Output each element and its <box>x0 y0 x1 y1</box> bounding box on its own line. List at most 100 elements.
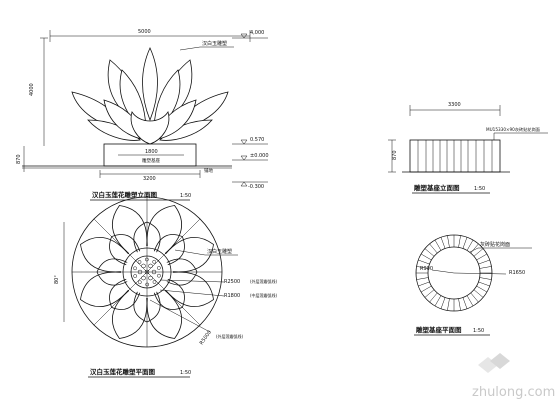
base-plan: 灰砖贴花岗面 R900 R1650 雕塑基座平面图 1:50 <box>414 234 532 336</box>
outer-petal <box>111 205 148 254</box>
brick-segment <box>418 259 430 265</box>
brick-segment <box>440 237 446 249</box>
brick-segment <box>447 298 450 311</box>
outer-petal <box>80 236 129 273</box>
seed <box>145 282 150 287</box>
brick-segment <box>440 297 446 309</box>
brick-segment <box>466 239 474 251</box>
lotus-petals <box>71 47 229 145</box>
brick-segment <box>458 235 461 248</box>
dim-base-w: 3200 <box>143 176 156 182</box>
brick-segment <box>420 285 432 293</box>
brick-segment <box>473 248 484 257</box>
brick-segment <box>476 285 488 293</box>
brick-pattern <box>417 140 493 172</box>
elevation-title: 汉白玉莲花雕塑立面图 <box>92 190 158 199</box>
dim-base-top: 4,000 <box>250 30 264 36</box>
base-plan-label: 灰砖贴花岗面 <box>480 241 510 248</box>
seed <box>157 273 161 278</box>
plan-r3: R5000 <box>199 329 213 346</box>
brick-segment <box>479 266 492 269</box>
brick-segment <box>479 277 492 280</box>
plan-r1-note: (外层莲瓣弧线) <box>250 278 278 284</box>
base-dim-w: 3300 <box>448 102 461 108</box>
brick-segment <box>416 277 429 280</box>
base-elevation-title: 雕塑基座立面图 <box>414 183 460 192</box>
outer-petal <box>111 290 148 339</box>
plan-scale: 1:50 <box>180 370 191 376</box>
dim-inner-w: 1800 <box>145 149 158 155</box>
seed <box>137 280 142 285</box>
seed <box>144 269 150 275</box>
brick-segment <box>447 235 450 248</box>
plan-r2-note: (中层莲瓣弧线) <box>250 292 278 298</box>
brick-segment <box>458 298 461 311</box>
seed <box>152 280 157 284</box>
base-elevation-scale: 1:50 <box>474 186 485 192</box>
base-plan-title: 雕塑基座平面图 <box>416 325 462 334</box>
outer-petal <box>146 205 183 254</box>
base-plan-scale: 1:50 <box>473 328 484 334</box>
base-elevation: 3300 870 MU15330×90灰砖贴花岗面 雕塑基座立面图 1:50 <box>388 102 548 194</box>
dim-height-total: 4000 <box>29 83 35 96</box>
base-plan-r-outer: R1650 <box>509 270 525 276</box>
seed <box>148 263 153 269</box>
brick-segment <box>424 248 435 257</box>
seed <box>133 266 137 271</box>
brick-segment <box>478 259 490 265</box>
brick-segment <box>478 281 490 287</box>
brick-segment <box>416 266 429 269</box>
brick-segment <box>420 253 432 261</box>
lotus-elevation: 5000 4000 870 1800 雕塑基座 <box>16 29 269 201</box>
plan-title: 汉白玉莲花雕塑平面图 <box>90 367 156 376</box>
level-zero: ±0.000 <box>250 153 269 159</box>
lotus-plan: 80° 汉白玉雕塑 R2500 (外层莲瓣弧线) R1800 (中层莲瓣弧线) … <box>54 196 278 378</box>
elevation-scale: 1:50 <box>180 193 191 199</box>
brick-segment <box>462 237 468 249</box>
dim-base-h: 870 <box>16 154 22 164</box>
plan-r1: R2500 <box>224 279 240 285</box>
seed <box>148 275 153 281</box>
watermark: zhulong.com <box>472 353 555 400</box>
brick-segment <box>418 281 430 287</box>
plan-outer-petals <box>80 205 214 339</box>
plan-label-material: 汉白玉雕塑 <box>207 248 232 255</box>
plan-dim-side: 80° <box>54 275 60 284</box>
base-plan-bricks <box>416 235 492 311</box>
base-dim-h: 870 <box>392 150 398 160</box>
dim-width-total: 5000 <box>138 29 151 35</box>
level-ground: 铺地 <box>204 167 213 174</box>
level-low: -0.300 <box>248 184 264 190</box>
seed <box>137 269 143 275</box>
brick-segment <box>434 295 442 307</box>
outer-petal <box>165 271 214 308</box>
base-plan-r-inner: R900 <box>420 266 433 272</box>
label-base-stone: 雕塑基座 <box>142 157 160 164</box>
plan-radial-lines <box>72 197 222 347</box>
plan-r3-note: (外层莲瓣弧线) <box>216 333 244 339</box>
base-elevation-label: MU15330×90灰砖贴花岗面 <box>486 126 540 133</box>
outer-petal <box>80 271 129 308</box>
plan-inner-petals <box>96 221 198 323</box>
lotus-seedpod <box>133 257 161 287</box>
seed <box>152 259 157 264</box>
outer-petal <box>165 236 214 273</box>
seed <box>141 275 146 281</box>
watermark-text: zhulong.com <box>472 385 555 400</box>
plan-r2: R1800 <box>224 293 240 299</box>
seed <box>156 266 161 270</box>
brick-segment <box>470 292 479 303</box>
inner-petal <box>153 234 185 266</box>
brick-segment <box>434 239 442 251</box>
seed <box>141 263 146 269</box>
brick-segment <box>424 289 435 298</box>
brick-segment <box>473 289 484 298</box>
brick-segment <box>429 243 438 254</box>
level-marks: 4,000 0.570 ±0.000 铺地 -0.300 <box>204 30 269 190</box>
label-material: 汉白玉雕塑 <box>202 40 227 47</box>
level-top: 0.570 <box>250 137 264 143</box>
seed <box>144 257 149 262</box>
watermark-logo <box>478 353 510 373</box>
brick-segment <box>476 253 488 261</box>
